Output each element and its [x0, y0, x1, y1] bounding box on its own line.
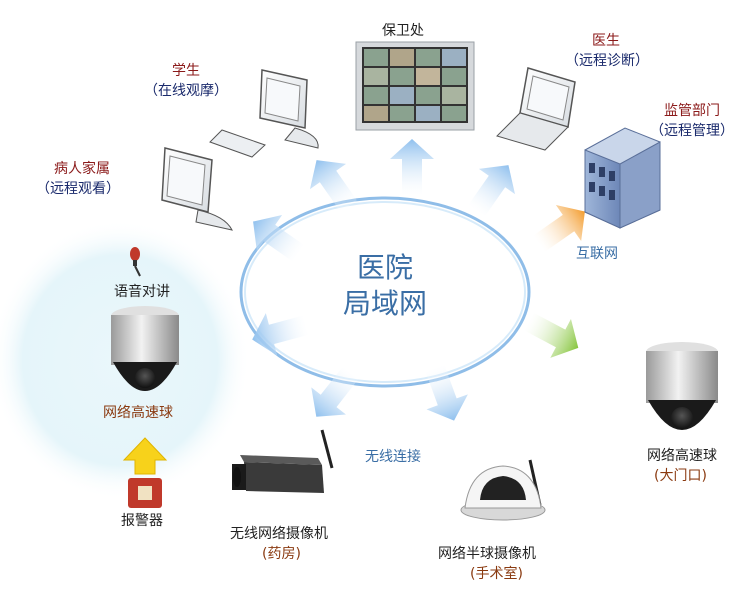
- arrow-to-internet: [533, 205, 585, 252]
- family-computer-icon: [161, 147, 233, 231]
- speed-dome-camera-icon: [111, 306, 179, 391]
- supervision-sublabel: （远程管理）: [650, 123, 734, 139]
- half-dome-sublabel: (手术室): [470, 566, 523, 582]
- alarm-label: 报警器: [121, 513, 163, 529]
- family-sublabel: （远程观看）: [36, 181, 120, 197]
- hub-ring-inner: [244, 201, 526, 383]
- alarm-icon: [128, 478, 162, 508]
- wireless-camera-sublabel: (药房): [262, 546, 301, 562]
- monitor-wall-icon: [355, 41, 475, 131]
- microphone-icon: [130, 247, 141, 277]
- arrow-from-left-dome: [252, 313, 309, 356]
- arrow-to-doctor: [468, 165, 515, 217]
- hub-title-line1: 医院: [356, 251, 413, 284]
- half-dome-label: 网络半球摄像机: [438, 546, 536, 562]
- speed-dome-right-label: 网络高速球: [647, 448, 717, 464]
- box-camera-icon: [232, 429, 334, 493]
- arrow-to-student: [310, 160, 357, 212]
- intercom-label: 语音对讲: [114, 284, 170, 300]
- desktop-computer-icon: [209, 69, 319, 158]
- doctor-label: 医生: [592, 33, 620, 49]
- student-label: 学生: [172, 63, 200, 79]
- wireless-camera-label: 无线网络摄像机: [230, 526, 328, 542]
- family-label: 病人家属: [54, 161, 110, 177]
- half-dome-camera-icon: [460, 459, 546, 521]
- arrow-to-family: [253, 215, 305, 262]
- arrow-to-security: [390, 139, 434, 195]
- internet-label: 互联网: [576, 246, 618, 262]
- arrow-from-right-dome: [524, 312, 579, 358]
- hub-title-line2: 局域网: [342, 287, 427, 320]
- office-building-icon: [584, 127, 661, 229]
- wireless-link-label: 无线连接: [365, 449, 421, 465]
- supervision-label: 监管部门: [664, 103, 720, 119]
- speed-dome-camera-right-icon: [646, 342, 718, 430]
- hub-ring: [239, 196, 531, 388]
- doctor-sublabel: （远程诊断）: [565, 53, 649, 69]
- laptop-icon: [496, 67, 576, 151]
- arrow-from-half-dome: [425, 364, 468, 421]
- up-arrow-icon: [122, 437, 168, 475]
- speed-dome-left-label: 网络高速球: [103, 405, 173, 421]
- arrow-from-wireless-camera: [311, 366, 359, 417]
- student-sublabel: （在线观摩）: [144, 83, 228, 99]
- security-label: 保卫处: [382, 23, 424, 39]
- speed-dome-right-sublabel: (大门口): [654, 468, 707, 484]
- hub-title: 医院 局域网: [330, 250, 440, 322]
